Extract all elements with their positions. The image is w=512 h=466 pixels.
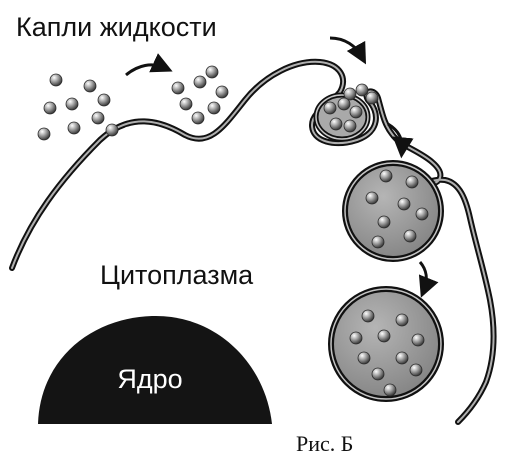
droplet-icon <box>83 79 97 93</box>
droplet-icon <box>379 169 393 183</box>
droplet-icon <box>411 333 425 347</box>
cytoplasm-label: Цитоплазма <box>100 260 254 290</box>
curved-arrow-icon <box>329 36 367 65</box>
droplet-icon <box>43 101 57 115</box>
droplet-icon <box>355 83 369 97</box>
droplet-icon <box>207 101 221 115</box>
droplet-icon <box>191 111 205 125</box>
droplets <box>37 65 429 397</box>
vesicle-2 <box>328 286 444 402</box>
droplet-icon <box>97 93 111 107</box>
droplet-icon <box>171 81 185 95</box>
droplet-icon <box>371 367 385 381</box>
droplet-icon <box>179 97 193 111</box>
droplet-icon <box>67 121 81 135</box>
figure-caption: Рис. Б <box>296 431 353 456</box>
curved-arrow-icon <box>125 53 173 77</box>
droplet-icon <box>323 101 337 115</box>
droplet-icon <box>343 87 357 101</box>
vesicle-1 <box>342 160 444 262</box>
droplet-icon <box>371 235 385 249</box>
droplet-icon <box>415 207 429 221</box>
droplet-icon <box>365 191 379 205</box>
droplet-icon <box>205 65 219 79</box>
droplet-icon <box>349 105 363 119</box>
curved-arrow-icon <box>387 122 414 159</box>
droplet-icon <box>403 229 417 243</box>
droplet-icon <box>91 111 105 125</box>
droplet-icon <box>337 97 351 111</box>
droplet-icon <box>377 329 391 343</box>
droplet-icon <box>329 117 343 131</box>
droplet-icon <box>37 127 51 141</box>
droplet-icon <box>377 215 391 229</box>
droplet-icon <box>365 91 379 105</box>
droplet-icon <box>397 197 411 211</box>
droplet-icon <box>405 175 419 189</box>
droplet-icon <box>215 85 229 99</box>
curved-arrow-icon <box>418 261 439 298</box>
droplet-icon <box>105 123 119 137</box>
droplet-icon <box>65 97 79 111</box>
droplet-icon <box>349 331 363 345</box>
droplet-icon <box>357 351 371 365</box>
droplet-icon <box>383 383 397 397</box>
nucleus: Ядро <box>38 315 272 424</box>
droplet-icon <box>193 75 207 89</box>
droplets-label: Капли жидкости <box>16 12 217 42</box>
droplet-icon <box>49 73 63 87</box>
droplet-icon <box>343 119 357 133</box>
droplet-icon <box>395 313 409 327</box>
droplet-icon <box>361 309 375 323</box>
arrows <box>125 36 439 298</box>
nucleus-label: Ядро <box>117 364 182 394</box>
droplet-icon <box>395 351 409 365</box>
droplet-icon <box>409 363 423 377</box>
